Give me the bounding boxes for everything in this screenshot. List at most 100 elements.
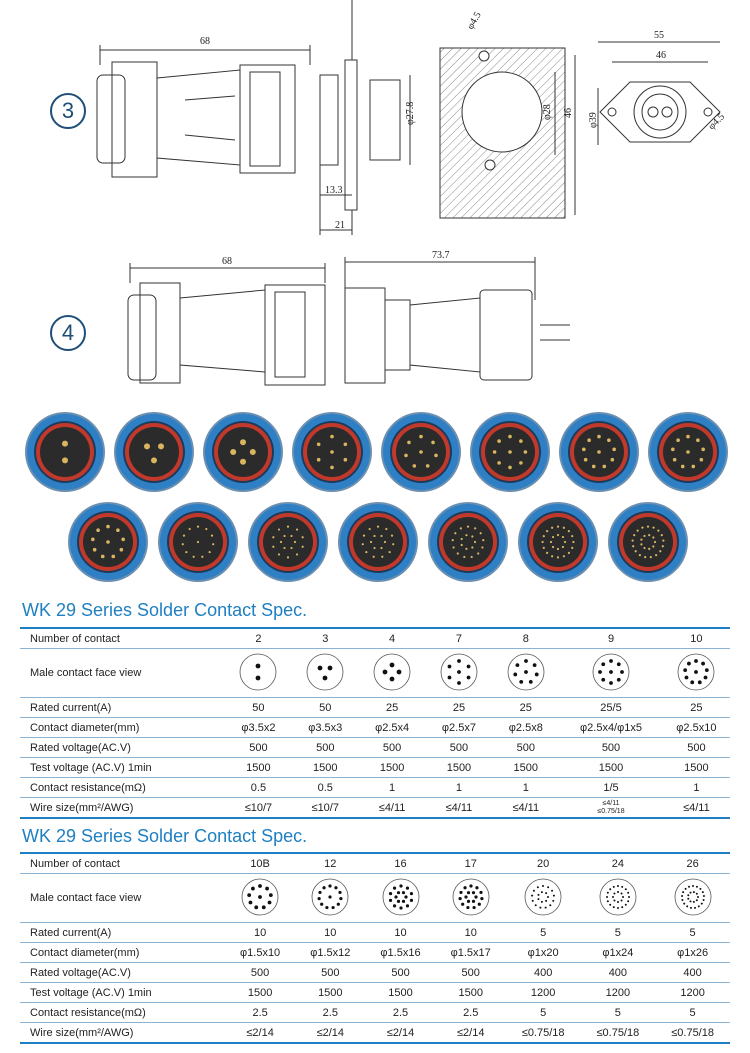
connector-photo [114, 412, 194, 492]
table-cell: 1500 [492, 757, 560, 778]
table-cell: 1 [492, 777, 560, 798]
table-cell: 500 [291, 737, 359, 758]
contact-pin [265, 886, 270, 890]
table-cell: φ2.5x8 [492, 717, 560, 738]
face-view-cell [505, 873, 581, 923]
contact-pin [459, 890, 463, 894]
contact-pin [551, 889, 554, 892]
contact-pin [624, 903, 627, 906]
contact-pin [549, 903, 552, 906]
connector-photo [158, 502, 238, 582]
dim-row3-d39: φ39 [588, 112, 599, 128]
drawing-badge-3: 3 [50, 93, 86, 129]
contact-pin [702, 898, 705, 901]
row-label: Male contact face view [20, 648, 225, 698]
contact-pin [692, 890, 695, 893]
contact-pin [685, 904, 688, 907]
wire-size-secondary: ≤0.75/18 [597, 807, 625, 815]
contact-pin [401, 890, 405, 894]
table-cell: 50 [225, 697, 292, 718]
contact-pin [479, 890, 483, 894]
contact-pin [534, 903, 537, 906]
table-cell: 2.5 [435, 1002, 506, 1023]
contact-pin [388, 898, 392, 902]
table-cell: 10B [225, 852, 296, 874]
contact-pin [613, 899, 616, 902]
contact-pin [464, 894, 468, 899]
face-outline [674, 878, 712, 915]
contact-pin [519, 679, 523, 684]
dim-row3-hole2: φ4.5 [706, 111, 727, 132]
table-cell: φ1x24 [580, 942, 656, 963]
table-cell: 12 [295, 852, 366, 874]
contact-pin [331, 905, 335, 909]
table-cell: 1/5 [559, 777, 663, 798]
dim-row3-w55: 55 [654, 30, 664, 41]
contact-pin [317, 896, 322, 900]
contact-pin [261, 904, 266, 909]
table-cell: 2 [225, 627, 292, 649]
table-cell: ≤2/14 [435, 1022, 506, 1044]
contact-pin [269, 892, 273, 897]
face-view-cell [225, 873, 296, 923]
contact-pin [392, 886, 396, 890]
pin-face-diagram [373, 653, 411, 690]
face-outline [240, 653, 277, 690]
table-cell: 5 [655, 922, 730, 943]
table-cell: 5 [505, 1002, 581, 1023]
connector-photo [338, 502, 418, 582]
contact-pin [528, 679, 533, 684]
contact-pin [475, 885, 479, 889]
table-cell: φ1x26 [655, 942, 730, 963]
pin-face-diagram [382, 878, 419, 915]
pin-face-diagram [241, 878, 279, 915]
contact-pin [612, 885, 615, 888]
connector-photo [428, 502, 508, 582]
connector-photo [248, 502, 328, 582]
connector-photo [559, 412, 639, 492]
contact-pin [337, 902, 341, 906]
table-cell: 2.5 [225, 1002, 296, 1023]
table-cell: φ3.5x3 [291, 717, 359, 738]
contact-pin [681, 890, 684, 893]
contact-pin [392, 903, 396, 907]
connector-photo-gallery [0, 410, 750, 585]
table-cell: 500 [358, 737, 426, 758]
table-cell: ≤2/14 [365, 1022, 436, 1044]
table-cell: 25 [425, 697, 493, 718]
face-view-cell [559, 648, 663, 698]
contact-pin [537, 885, 540, 888]
contact-pin [705, 667, 710, 672]
contact-pin [474, 894, 478, 899]
contact-pin [616, 890, 619, 893]
contact-pin [616, 900, 619, 903]
table-cell: 1500 [225, 757, 292, 778]
table-cell: 1500 [295, 982, 366, 1003]
contact-pin [322, 675, 328, 680]
contact-pin [334, 885, 338, 889]
contact-pin [447, 664, 452, 668]
contact-pin [317, 665, 323, 670]
table-cell: ≤0.75/18 [655, 1022, 730, 1044]
table-cell: φ1.5x17 [435, 942, 506, 963]
contact-pin [541, 900, 544, 903]
contact-pin [695, 898, 698, 901]
table-cell: 400 [505, 962, 581, 983]
table-cell: φ2.5x4 [358, 717, 426, 738]
contact-pin [609, 680, 613, 685]
table-cell: φ2.5x4/φ1x5 [559, 717, 663, 738]
contact-pin [544, 906, 547, 909]
contact-pin [328, 883, 332, 888]
table-cell: ≤0.75/18 [580, 1022, 656, 1044]
contact-pin [389, 676, 395, 681]
spec-table-2-title: WK 29 Series Solder Contact Spec. [22, 826, 308, 846]
contact-pin [696, 895, 699, 898]
contact-pin [698, 679, 703, 684]
